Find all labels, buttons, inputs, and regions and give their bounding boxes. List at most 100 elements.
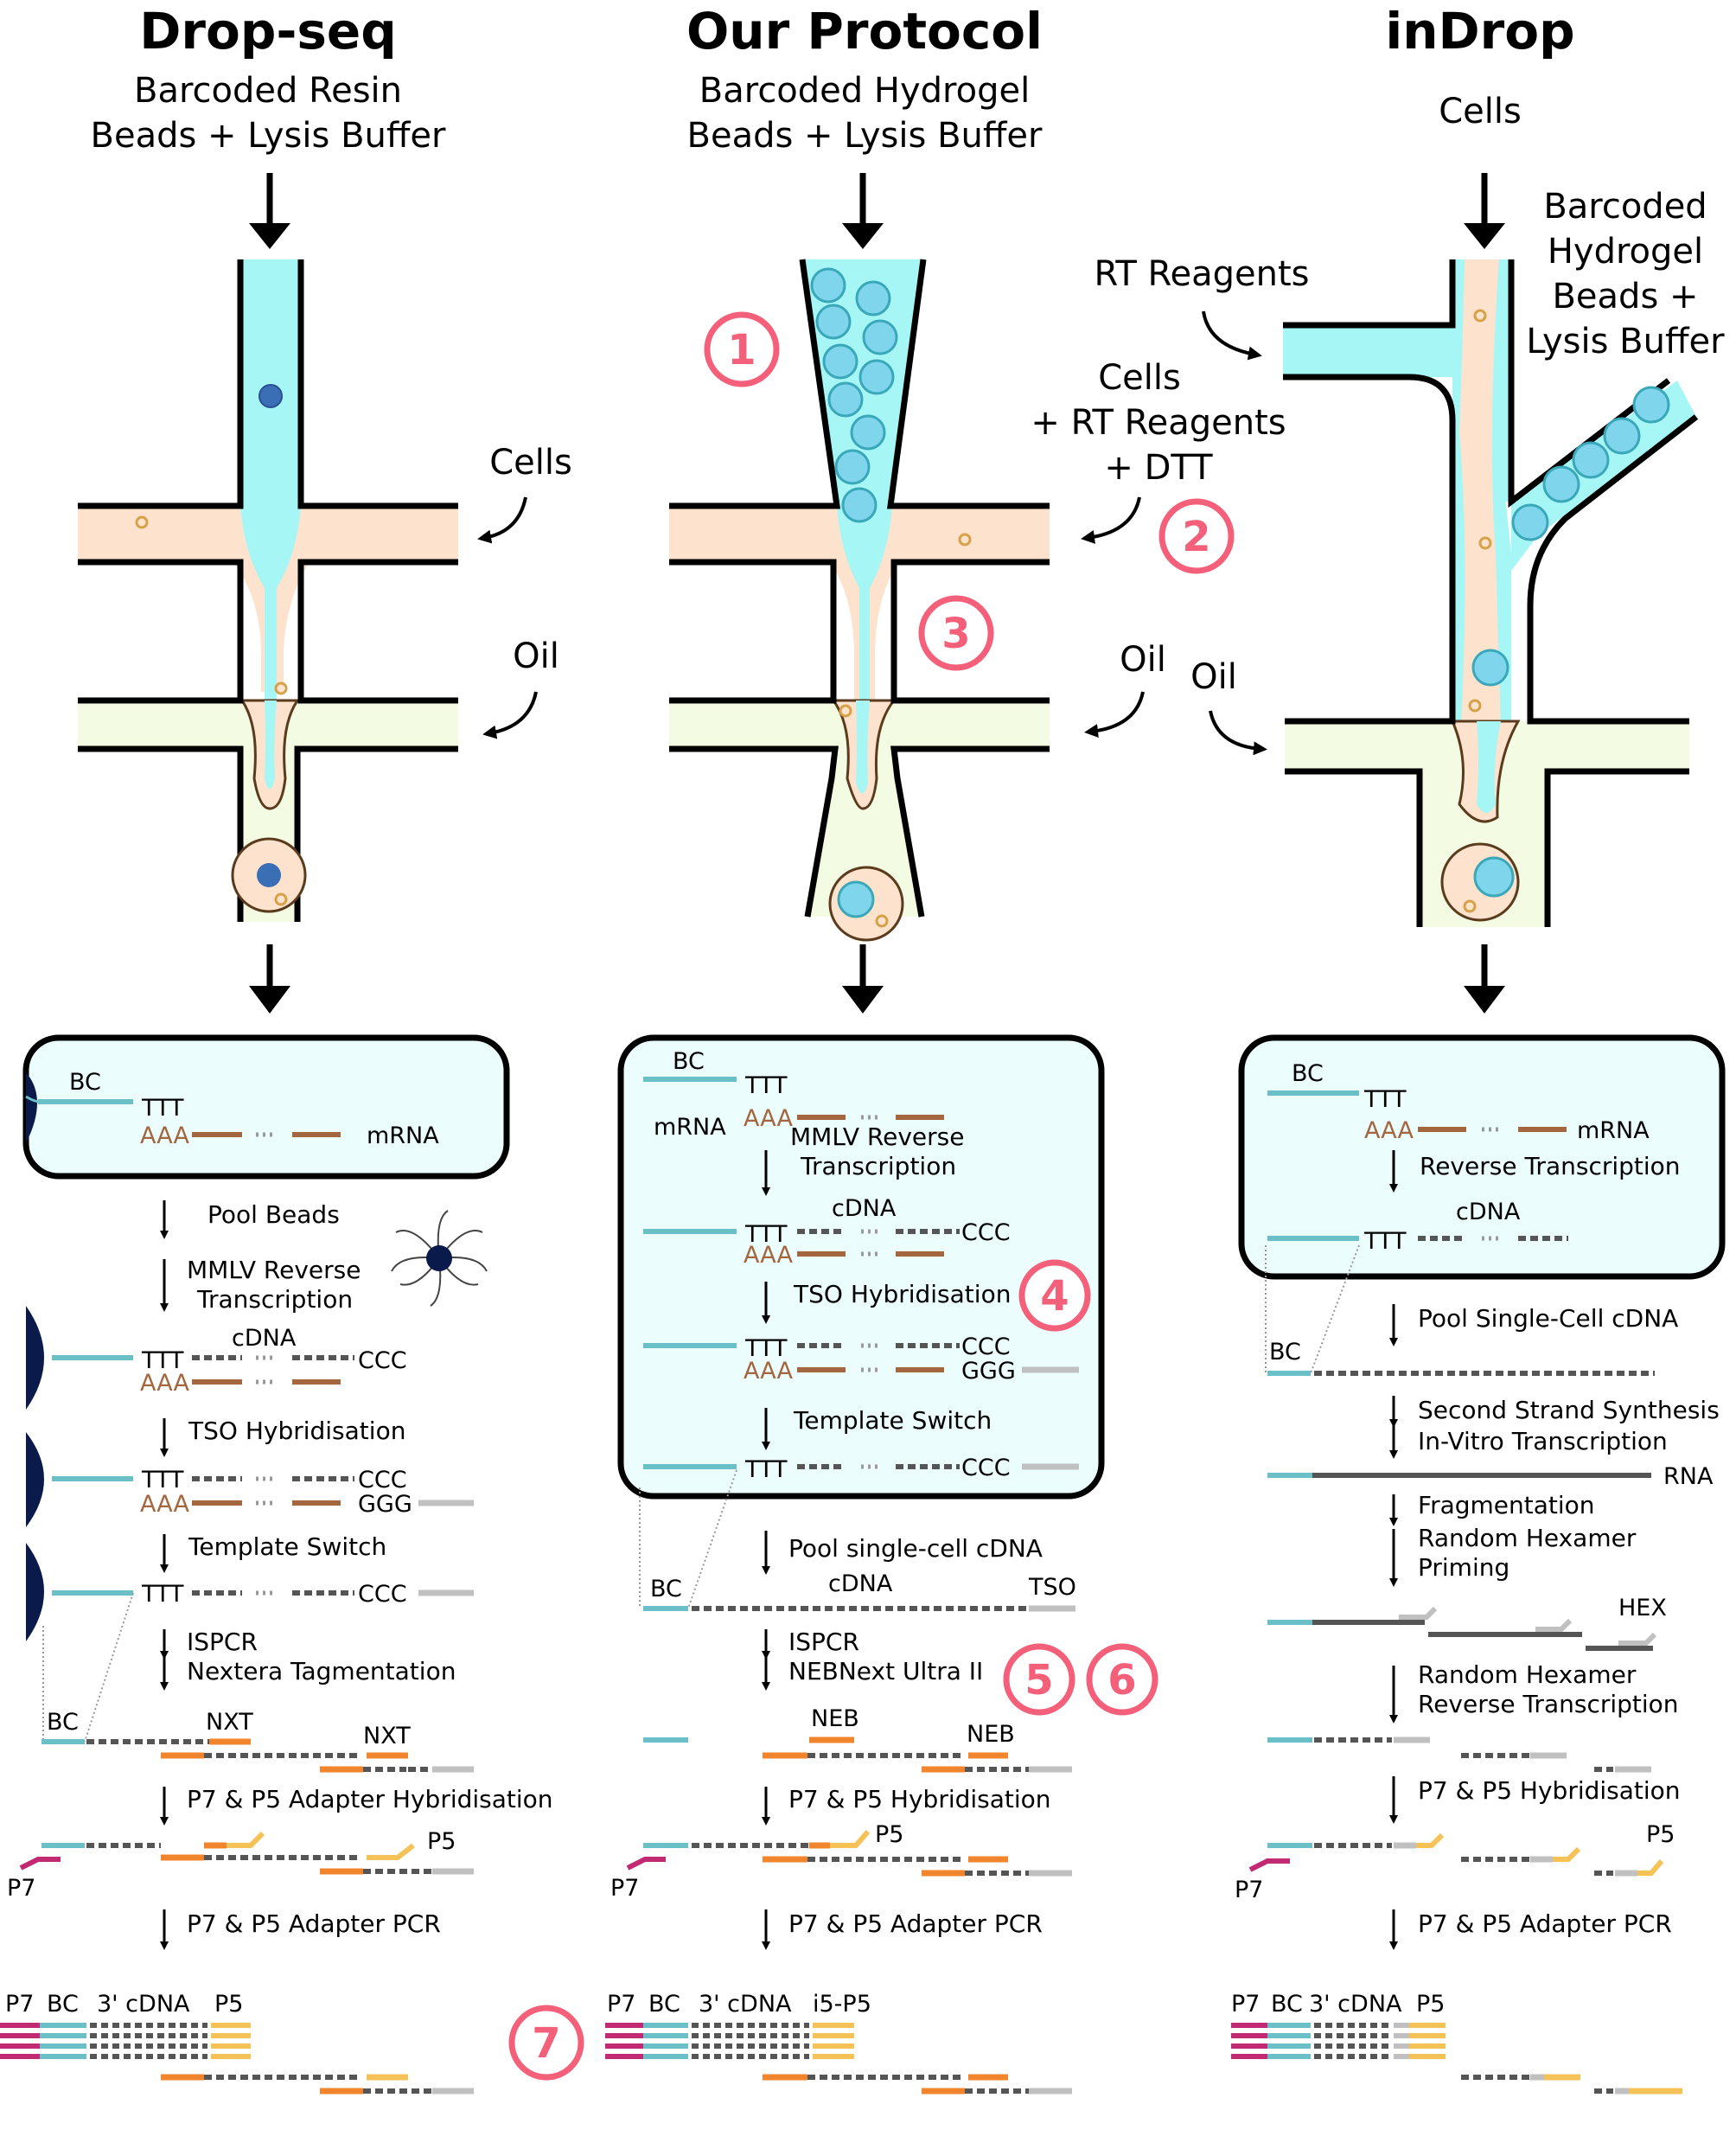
dropseq-ccc-2: CCC bbox=[358, 1467, 407, 1493]
badge-1-label: 1 bbox=[727, 326, 756, 374]
badge-3-label: 3 bbox=[941, 610, 970, 658]
ours-box-cdna: cDNA bbox=[832, 1195, 897, 1222]
dropseq-tso-hyb: TSO Hybridisation bbox=[188, 1417, 405, 1445]
ours-template-switch: Template Switch bbox=[793, 1406, 992, 1435]
top-arrows bbox=[249, 173, 1505, 249]
indrop-final-p5: P5 bbox=[1416, 1991, 1445, 2018]
dropseq-box-ttt: TTT bbox=[141, 1095, 184, 1122]
ours-aaa-2: AAA bbox=[744, 1358, 793, 1385]
dropseq-ccc-1: CCC bbox=[358, 1347, 407, 1374]
ours-box-ttt: TTT bbox=[744, 1072, 788, 1099]
dropseq-final-cdna: 3' cDNA bbox=[97, 1991, 190, 2018]
ours-ispcr: ISPCR bbox=[788, 1628, 859, 1656]
badge-2: 2 bbox=[1158, 498, 1235, 574]
step-arrows bbox=[160, 1150, 1398, 1950]
indrop-chip bbox=[1283, 259, 1699, 927]
indrop-rhrt-2: Reverse Transcription bbox=[1418, 1690, 1679, 1718]
indrop-title: inDrop bbox=[1385, 2, 1574, 61]
indrop-frag: Fragmentation bbox=[1418, 1491, 1595, 1519]
indrop-box-mrna: mRNA bbox=[1577, 1117, 1650, 1144]
ours-subtitle-1: Barcoded Hydrogel bbox=[699, 71, 1030, 111]
dropseq-nextera: Nextera Tagmentation bbox=[187, 1657, 456, 1685]
indrop-oil-arrow bbox=[1209, 710, 1267, 756]
ours-dtt-label: + DTT bbox=[1104, 448, 1213, 488]
dropseq-p7-hyb: P7 bbox=[7, 1875, 35, 1902]
badge-7-label: 7 bbox=[532, 2019, 560, 2068]
dropseq-aaa-2: AAA bbox=[140, 1491, 189, 1518]
dropseq-hyb: P7 & P5 Adapter Hybridisation bbox=[187, 1785, 553, 1813]
ours-pool: Pool single-cell cDNA bbox=[788, 1534, 1043, 1563]
ours-final-cdna: 3' cDNA bbox=[699, 1991, 792, 2018]
indrop-beads-label-1: Barcoded bbox=[1543, 187, 1707, 227]
dropseq-nxt-2: NXT bbox=[363, 1723, 411, 1749]
indrop-pcr: P7 & P5 Adapter PCR bbox=[1418, 1909, 1672, 1938]
indrop-box-aaa: AAA bbox=[1364, 1117, 1414, 1144]
ours-neb-1: NEB bbox=[811, 1705, 859, 1732]
indrop-final-cdna: 3' cDNA bbox=[1309, 1991, 1402, 2018]
ours-hyb: P7 & P5 Hybridisation bbox=[788, 1785, 1051, 1813]
dropseq-template-switch: Template Switch bbox=[188, 1532, 386, 1561]
dropseq-nxt-1: NXT bbox=[206, 1709, 253, 1736]
indrop-hex: HEX bbox=[1618, 1595, 1667, 1621]
ours-aaa-1: AAA bbox=[744, 1242, 793, 1269]
indrop-final-bc: BC bbox=[1271, 1991, 1303, 2018]
ours-ccc-1: CCC bbox=[961, 1219, 1011, 1246]
dropseq-subtitle-1: Barcoded Resin bbox=[134, 71, 402, 111]
dropseq-ccc-3: CCC bbox=[358, 1581, 407, 1608]
ours-ttt-1: TTT bbox=[744, 1221, 788, 1248]
dropseq-final-bc: BC bbox=[47, 1991, 79, 2018]
dropseq-droplet-box bbox=[22, 1034, 510, 1180]
dropseq-p5-hyb: P5 bbox=[427, 1828, 456, 1855]
ours-subtitle-2: Beads + Lysis Buffer bbox=[687, 116, 1043, 156]
dropseq-oil-arrow bbox=[482, 691, 538, 739]
ours-p5-hyb: P5 bbox=[875, 1821, 903, 1848]
dropseq-box-bc: BC bbox=[69, 1069, 101, 1096]
ours-ultra: NEBNext Ultra II bbox=[788, 1657, 983, 1685]
indrop-rt-label: RT Reagents bbox=[1094, 254, 1309, 294]
indrop-box-bc: BC bbox=[1292, 1060, 1324, 1087]
dropseq-cells-label: Cells bbox=[489, 443, 572, 483]
badge-5: 5 bbox=[1003, 1643, 1075, 1716]
ours-cells-label: Cells bbox=[1098, 358, 1181, 398]
ours-p7-hyb: P7 bbox=[610, 1875, 639, 1902]
dropseq-box-mrna: mRNA bbox=[367, 1122, 439, 1149]
badge-6-label: 6 bbox=[1107, 1656, 1136, 1704]
dropseq-aaa-1: AAA bbox=[140, 1370, 189, 1397]
dropseq-bc-tag: BC bbox=[47, 1709, 79, 1736]
dropseq-subtitle-2: Beads + Lysis Buffer bbox=[91, 116, 446, 156]
indrop-subtitle: Cells bbox=[1439, 92, 1522, 131]
chip-down-arrows bbox=[249, 944, 1505, 1014]
dropseq-final-p5: P5 bbox=[214, 1991, 243, 2018]
indrop-beads-label-3: Beads + bbox=[1552, 277, 1698, 317]
ours-final-i5p5: i5-P5 bbox=[813, 1991, 871, 2018]
badge-4-label: 4 bbox=[1040, 1272, 1069, 1321]
ours-neb-2: NEB bbox=[967, 1721, 1015, 1748]
dropseq-cdna: cDNA bbox=[232, 1325, 297, 1352]
badge-1: 1 bbox=[704, 311, 780, 387]
badge-4: 4 bbox=[1018, 1259, 1091, 1332]
indrop-rna: RNA bbox=[1663, 1463, 1714, 1490]
dropseq-molecules bbox=[0, 1072, 488, 2095]
ours-molecules bbox=[605, 1077, 1079, 2095]
indrop-rhp-1: Random Hexamer bbox=[1418, 1524, 1637, 1552]
indrop-oil-label: Oil bbox=[1190, 657, 1237, 697]
ours-rt-2: Transcription bbox=[800, 1152, 956, 1180]
dropseq-pcr: P7 & P5 Adapter PCR bbox=[187, 1909, 441, 1938]
indrop-box-cdna: cDNA bbox=[1456, 1199, 1521, 1225]
indrop-ivt: In-Vitro Transcription bbox=[1418, 1427, 1668, 1455]
indrop-rt-arrow bbox=[1202, 310, 1262, 361]
ours-chip bbox=[669, 259, 1050, 942]
badge-5-label: 5 bbox=[1024, 1656, 1053, 1704]
dropseq-ispcr: ISPCR bbox=[187, 1628, 258, 1656]
indrop-molecules bbox=[1231, 1090, 1682, 2095]
indrop-box-ttt: TTT bbox=[1363, 1086, 1407, 1113]
indrop-p5-hyb: P5 bbox=[1646, 1821, 1675, 1848]
dropseq-box-aaa: AAA bbox=[140, 1122, 189, 1149]
dropseq-rt-1: MMLV Reverse bbox=[187, 1256, 361, 1284]
ours-box-mrna: mRNA bbox=[654, 1114, 726, 1141]
indrop-pool-bc: BC bbox=[1269, 1339, 1301, 1366]
indrop-beads-label-2: Hydrogel bbox=[1548, 232, 1703, 272]
ours-final-bc: BC bbox=[648, 1991, 680, 2018]
